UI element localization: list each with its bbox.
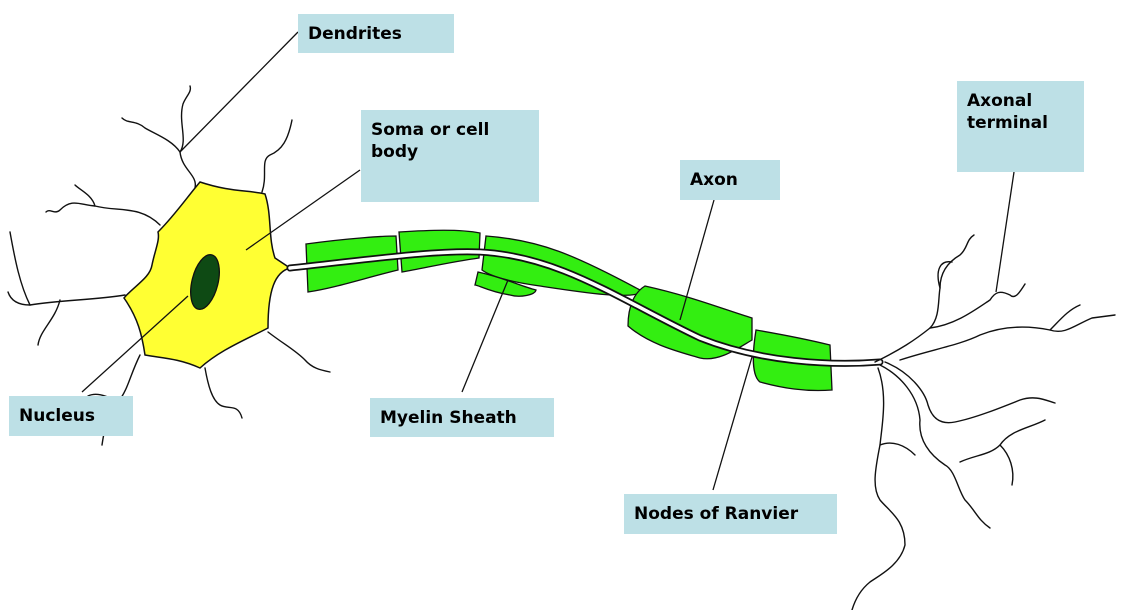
axonal-terminal-label: Axonal terminal	[957, 81, 1084, 172]
myelin-sheath-label: Myelin Sheath	[370, 398, 554, 437]
axonal-terminal-branches	[852, 235, 1115, 610]
axon-label: Axon	[680, 160, 780, 200]
dendrites-label: Dendrites	[298, 14, 454, 53]
nodes-of-ranvier-label: Nodes of Ranvier	[624, 494, 837, 534]
nucleus-label: Nucleus	[9, 396, 133, 436]
soma-label: Soma or cell body	[361, 110, 539, 202]
